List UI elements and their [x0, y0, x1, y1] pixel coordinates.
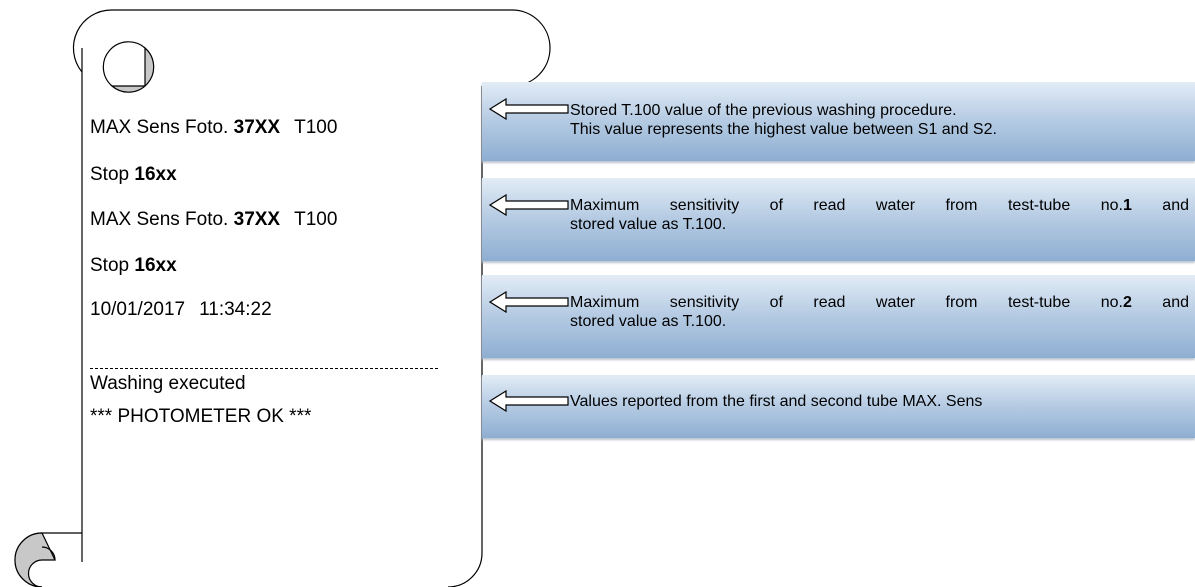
max-sens-suffix: T100 — [294, 209, 338, 230]
stop-label: Stop — [90, 164, 130, 185]
callout-line: Stored T.100 value of the previous washi… — [570, 102, 957, 119]
callout-stored-t100: Stored T.100 value of the previous washi… — [482, 82, 1195, 161]
receipt-line-stop-2: Stop 16xx — [90, 255, 177, 277]
left-arrow-icon — [489, 194, 569, 216]
callout-line: Values reported from the first and secon… — [570, 393, 983, 410]
left-arrow-icon — [489, 98, 569, 120]
stop-value: 16xx — [134, 255, 177, 276]
callout-line: This value represents the highest value … — [570, 121, 997, 138]
callout-tube-2: Maximum sensitivity of read water from t… — [482, 275, 1195, 358]
stop-value: 16xx — [134, 164, 177, 185]
callout-line: stored value as T.100. — [570, 313, 727, 330]
callout-line: stored value as T.100. — [570, 216, 727, 233]
callout-tube-1: Maximum sensitivity of read water from t… — [482, 178, 1195, 261]
receipt-divider — [90, 368, 438, 369]
receipt-datetime: 10/01/2017 11:34:22 — [90, 299, 272, 321]
callout-line: Maximum sensitivity of read water from t… — [570, 293, 1189, 312]
photometer-status: *** PHOTOMETER OK *** — [90, 406, 312, 427]
callout-line: Maximum sensitivity of read water from t… — [570, 196, 1189, 215]
max-sens-value: 37XX — [233, 117, 281, 138]
receipt-line-max-sens-2: MAX Sens Foto. 37XX T100 — [90, 209, 337, 231]
receipt-line-stop-1: Stop 16xx — [90, 164, 177, 186]
callout-text-part: Maximum sensitivity of read water from t… — [570, 197, 1123, 214]
max-sens-value: 37XX — [233, 209, 281, 230]
tube-number: 2 — [1122, 294, 1132, 311]
callout-text-part: Maximum sensitivity of read water from t… — [570, 294, 1123, 311]
receipt-status-photometer: *** PHOTOMETER OK *** — [90, 406, 311, 428]
scroll-top-curl — [110, 46, 155, 93]
max-sens-label: MAX Sens Foto. — [90, 117, 229, 138]
receipt-time: 11:34:22 — [199, 299, 272, 320]
max-sens-label: MAX Sens Foto. — [90, 209, 229, 230]
stop-label: Stop — [90, 255, 130, 276]
left-arrow-icon — [489, 291, 569, 313]
max-sens-suffix: T100 — [294, 117, 338, 138]
scroll-top-roll-left — [72, 9, 113, 73]
scroll-right-edge — [447, 86, 483, 587]
scroll-bottom-curl — [14, 532, 56, 587]
tube-number: 1 — [1122, 197, 1132, 214]
washing-status: Washing executed — [90, 373, 246, 394]
callout-text-part: and — [1131, 294, 1190, 311]
callout-text: Values reported from the first and secon… — [570, 392, 1189, 411]
receipt-date: 10/01/2017 — [90, 299, 186, 320]
scroll-top-roll — [112, 9, 551, 87]
callout-text: Maximum sensitivity of read water from t… — [570, 293, 1189, 331]
left-arrow-icon — [489, 390, 569, 412]
callout-text: Maximum sensitivity of read water from t… — [570, 196, 1189, 234]
receipt-status-washing: Washing executed — [90, 373, 246, 395]
callout-values-reported: Values reported from the first and secon… — [482, 375, 1195, 438]
callout-text-part: and — [1131, 197, 1190, 214]
receipt-line-max-sens-1: MAX Sens Foto. 37XX T100 — [90, 117, 337, 139]
callout-text: Stored T.100 value of the previous washi… — [570, 101, 1189, 139]
